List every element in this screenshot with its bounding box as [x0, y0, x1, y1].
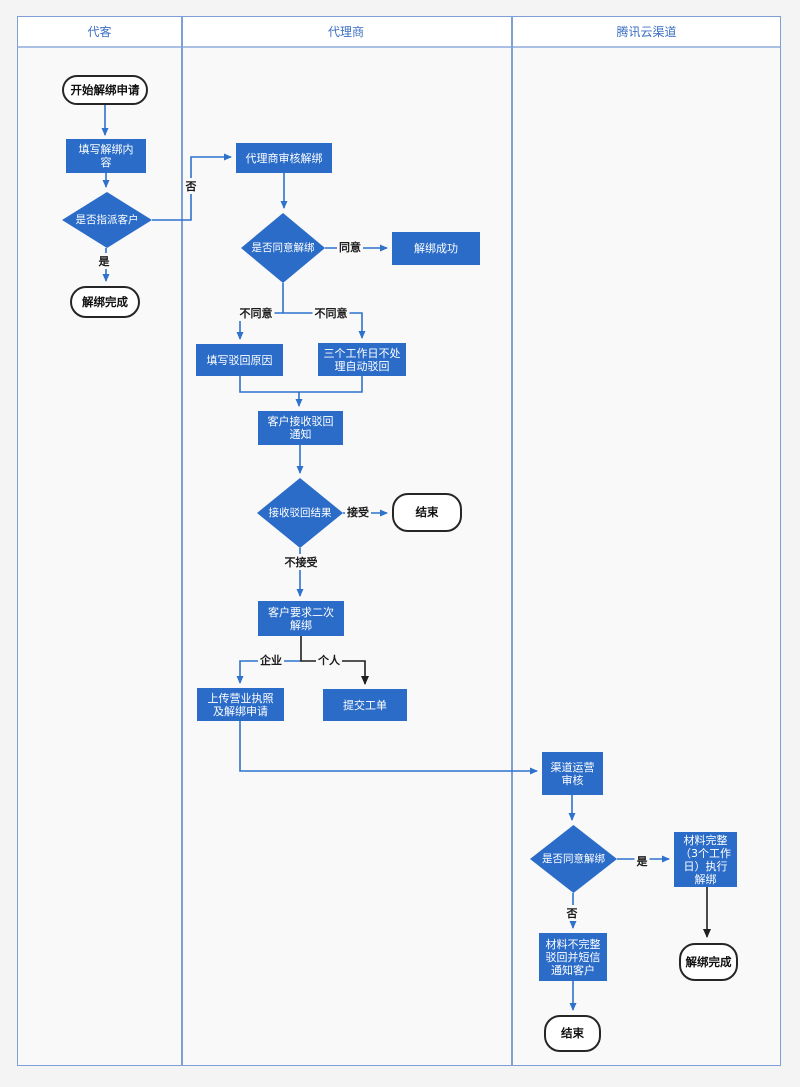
- lane-header-tencent-channel: 腾讯云渠道: [616, 25, 677, 39]
- edge-label-disagree-left: 不同意: [237, 305, 275, 321]
- process-upload-license-and-application: 上传营业执照 及解绑申请: [197, 688, 284, 721]
- edge-label-no-channel: 否: [564, 905, 580, 921]
- edge-label-agree: 同意: [337, 239, 363, 255]
- swimlane-frame: 代客 代理商 腾讯云渠道: [17, 16, 781, 1066]
- process-submit-ticket: 提交工单: [323, 689, 407, 721]
- terminator-unbind-done-2: 解绑完成: [679, 943, 738, 981]
- process-auto-reject-3days: 三个工作日不处 理自动驳回: [318, 343, 406, 376]
- process-unbind-success: 解绑成功: [392, 232, 480, 265]
- lane-divider-2: [511, 17, 513, 1065]
- edge-label-yes-assign: 是: [96, 253, 112, 269]
- terminator-end-final: 结束: [544, 1015, 601, 1052]
- edge-label-yes-channel: 是: [634, 853, 650, 869]
- edge-label-accept: 接受: [345, 504, 371, 520]
- process-channel-operation-review: 渠道运营 审核: [542, 752, 603, 795]
- process-fill-reject-reason: 填写驳回原因: [196, 344, 283, 376]
- process-materials-incomplete-reject-sms: 材料不完整 驳回并短信 通知客户: [539, 933, 607, 981]
- terminator-start-unbind-request: 开始解绑申请: [62, 75, 148, 105]
- process-materials-complete-execute-unbind: 材料完整 （3个工作 日）执行 解绑: [674, 832, 737, 887]
- terminator-unbind-done: 解绑完成: [70, 286, 140, 318]
- terminator-end-accept: 结束: [392, 493, 462, 532]
- swimlane-header-row: [18, 17, 780, 48]
- lane-header-customer: 代客: [87, 25, 112, 39]
- edge-label-not-accept: 不接受: [282, 554, 320, 570]
- lane-header-agent: 代理商: [327, 25, 364, 39]
- process-fill-unbind-content: 填写解绑内 容: [66, 139, 146, 173]
- process-agent-review-unbind: 代理商审核解绑: [236, 143, 332, 173]
- edge-label-no-assign: 否: [183, 178, 199, 194]
- edge-label-disagree-right: 不同意: [312, 305, 350, 321]
- edge-label-personal: 个人: [316, 652, 342, 668]
- lane-divider-1: [181, 17, 183, 1065]
- edge-label-enterprise: 企业: [258, 652, 284, 668]
- process-second-unbind-request: 客户要求二次 解绑: [258, 601, 344, 636]
- process-customer-receive-reject-notice: 客户接收驳回 通知: [258, 411, 343, 445]
